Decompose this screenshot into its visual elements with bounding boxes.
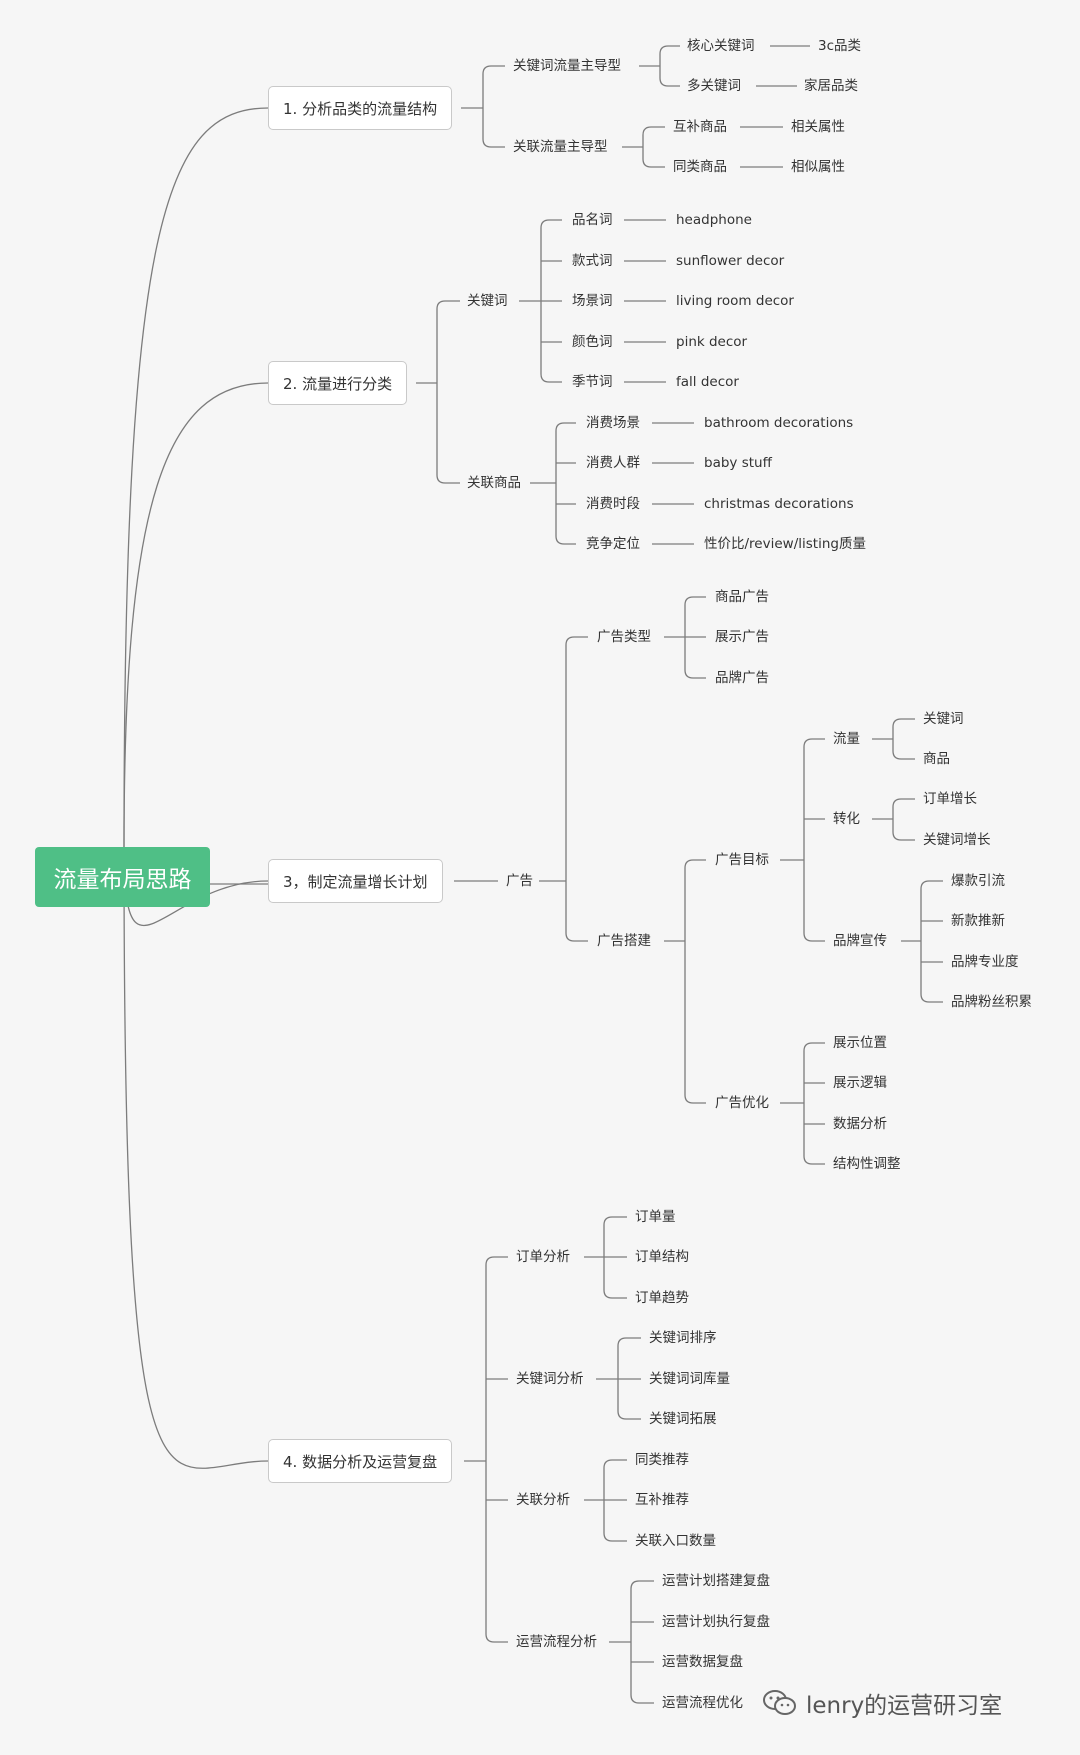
- node-b3-ad-build[interactable]: 广告搭建: [597, 933, 651, 949]
- node-b2-sunflower[interactable]: sunflower decor: [676, 253, 785, 269]
- node-b2-fall[interactable]: fall decor: [676, 374, 739, 390]
- node-b3-display-ad[interactable]: 展示广告: [715, 629, 769, 645]
- wechat-icon: [763, 1690, 796, 1715]
- node-b2-baby[interactable]: baby stuff: [704, 455, 772, 471]
- node-b3-display-logic[interactable]: 展示逻辑: [833, 1075, 887, 1091]
- node-b1-3c[interactable]: 3c品类: [818, 38, 862, 54]
- node-b3-ads[interactable]: 广告: [506, 873, 533, 889]
- node-b4-process-analysis[interactable]: 运营流程分析: [516, 1634, 597, 1650]
- node-b4-keyword-rank[interactable]: 关键词排序: [649, 1330, 717, 1346]
- node-b2-christmas[interactable]: christmas decorations: [704, 496, 854, 512]
- node-b2-season-word[interactable]: 季节词: [572, 374, 613, 390]
- node-b2-consume-scene[interactable]: 消费场景: [586, 415, 640, 431]
- node-b2-competition[interactable]: 竞争定位: [586, 536, 640, 552]
- node-b2-consume-period[interactable]: 消费时段: [586, 496, 640, 512]
- node-b3-keyword[interactable]: 关键词: [923, 711, 964, 727]
- branch-2-node[interactable]: 2. 流量进行分类: [268, 361, 408, 405]
- watermark-text: lenry的运营研习室: [806, 1693, 1003, 1719]
- node-b4-keyword-analysis[interactable]: 关键词分析: [516, 1371, 584, 1387]
- node-b3-order-growth[interactable]: 订单增长: [923, 791, 977, 807]
- node-b3-traffic[interactable]: 流量: [833, 731, 860, 747]
- node-b2-keyword[interactable]: 关键词: [467, 293, 508, 309]
- node-b1-multi-keyword[interactable]: 多关键词: [687, 78, 741, 94]
- watermark: lenry的运营研习室: [762, 1685, 1002, 1721]
- node-b2-consume-crowd[interactable]: 消费人群: [586, 455, 640, 471]
- node-b1-complement[interactable]: 互补商品: [673, 119, 727, 135]
- node-b4-keyword-expand[interactable]: 关键词拓展: [649, 1411, 717, 1427]
- node-b3-conversion[interactable]: 转化: [833, 811, 860, 827]
- node-b3-product-ad[interactable]: 商品广告: [715, 589, 769, 605]
- node-b2-related-goods[interactable]: 关联商品: [467, 475, 521, 491]
- node-b2-product-word[interactable]: 品名词: [572, 212, 613, 228]
- branch-4-node[interactable]: 4. 数据分析及运营复盘: [268, 1439, 453, 1483]
- node-b1-related-traffic[interactable]: 关联流量主导型: [513, 139, 608, 155]
- branch-3-node[interactable]: 3，制定流量增长计划: [268, 859, 443, 903]
- node-b4-process-optimize[interactable]: 运营流程优化: [662, 1695, 743, 1711]
- node-b3-data-analysis[interactable]: 数据分析: [833, 1116, 887, 1132]
- node-b3-brand-ad[interactable]: 品牌广告: [715, 670, 769, 686]
- node-b4-keyword-library[interactable]: 关键词词库量: [649, 1371, 730, 1387]
- node-b2-color-word[interactable]: 颜色词: [572, 334, 613, 350]
- node-b3-brand-promo[interactable]: 品牌宣传: [833, 933, 887, 949]
- node-b4-data-review[interactable]: 运营数据复盘: [662, 1654, 743, 1670]
- node-b3-ad-optimize[interactable]: 广告优化: [715, 1095, 769, 1111]
- node-b4-order-volume[interactable]: 订单量: [635, 1209, 676, 1225]
- node-b1-keyword-traffic[interactable]: 关键词流量主导型: [513, 58, 621, 74]
- root-node[interactable]: 流量布局思路: [35, 847, 210, 907]
- node-b3-display-position[interactable]: 展示位置: [833, 1035, 887, 1051]
- node-b1-core-keyword[interactable]: 核心关键词: [687, 38, 755, 54]
- node-b4-complement-recommend[interactable]: 互补推荐: [635, 1492, 689, 1508]
- node-b2-living-room[interactable]: living room decor: [676, 293, 794, 309]
- node-b4-same-recommend[interactable]: 同类推荐: [635, 1452, 689, 1468]
- node-b4-order-trend[interactable]: 订单趋势: [635, 1290, 689, 1306]
- node-b4-order-analysis[interactable]: 订单分析: [516, 1249, 570, 1265]
- node-b1-home[interactable]: 家居品类: [804, 78, 858, 94]
- node-b4-plan-build-review[interactable]: 运营计划搭建复盘: [662, 1573, 770, 1589]
- node-b2-value[interactable]: 性价比/review/listing质量: [704, 536, 866, 552]
- node-b4-plan-exec-review[interactable]: 运营计划执行复盘: [662, 1614, 770, 1630]
- node-b4-order-structure[interactable]: 订单结构: [635, 1249, 689, 1265]
- branch-1-node[interactable]: 1. 分析品类的流量结构: [268, 86, 453, 130]
- node-b2-pink[interactable]: pink decor: [676, 334, 748, 350]
- node-b3-structure-adjust[interactable]: 结构性调整: [833, 1156, 901, 1172]
- node-b3-hot-item[interactable]: 爆款引流: [951, 873, 1005, 889]
- node-b1-similar-attr[interactable]: 相似属性: [791, 159, 845, 175]
- node-b3-brand-fans[interactable]: 品牌粉丝积累: [951, 994, 1032, 1010]
- node-b3-goods[interactable]: 商品: [923, 751, 950, 767]
- node-b2-style-word[interactable]: 款式词: [572, 253, 613, 269]
- node-b2-scene-word[interactable]: 场景词: [572, 293, 613, 309]
- node-b3-ad-type[interactable]: 广告类型: [597, 629, 651, 645]
- node-b4-entry-count[interactable]: 关联入口数量: [635, 1533, 716, 1549]
- node-b3-new-item[interactable]: 新款推新: [951, 913, 1005, 929]
- node-b2-headphone[interactable]: headphone: [676, 212, 752, 228]
- node-b3-ad-goal[interactable]: 广告目标: [715, 852, 769, 868]
- node-b2-bathroom[interactable]: bathroom decorations: [704, 415, 854, 431]
- node-b1-related-attr[interactable]: 相关属性: [791, 119, 845, 135]
- node-b4-related-analysis[interactable]: 关联分析: [516, 1492, 570, 1508]
- node-b1-same-category[interactable]: 同类商品: [673, 159, 727, 175]
- node-b3-brand-expertise[interactable]: 品牌专业度: [951, 954, 1019, 970]
- node-b3-keyword-growth[interactable]: 关键词增长: [923, 832, 991, 848]
